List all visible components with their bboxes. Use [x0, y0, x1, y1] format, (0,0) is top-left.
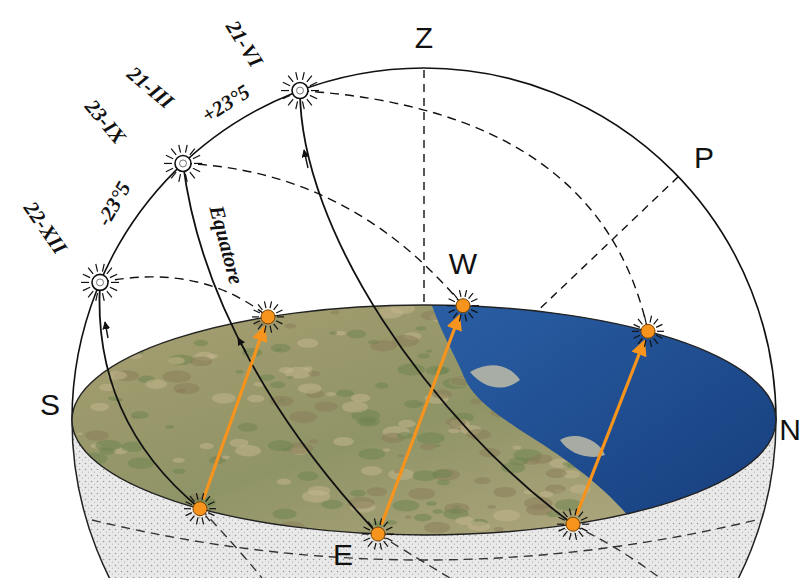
sun-path-back	[100, 277, 268, 317]
sun-path	[183, 163, 378, 534]
motion-arrow	[105, 322, 108, 338]
cardinal-label: E	[333, 540, 353, 570]
date-label: 22-XII	[20, 198, 71, 258]
date-label: 21-III	[123, 63, 177, 113]
declination-label: -23°5	[93, 178, 135, 229]
sun-path-back	[183, 163, 463, 305]
sun-symbol	[164, 145, 202, 182]
hidden-path	[378, 534, 450, 578]
date-label: 23-IX	[81, 96, 129, 148]
sun-path	[300, 91, 573, 525]
date-label: 21-VI	[222, 17, 266, 71]
sun-symbol	[81, 264, 119, 301]
declination-label: +23°5	[198, 81, 253, 126]
hidden-path	[573, 525, 660, 578]
rise-set-arrow	[577, 342, 644, 514]
horizon-sun	[252, 301, 284, 332]
horizon-disc	[64, 300, 800, 560]
cardinal-label: S	[40, 390, 60, 420]
horizon-sun	[184, 493, 216, 524]
sun-path	[99, 282, 200, 508]
horizon-sun	[362, 518, 394, 549]
horizon-sun	[632, 316, 664, 347]
cardinal-label: W	[449, 249, 477, 279]
sun-path-back	[300, 91, 648, 332]
equator-label: Equatore	[205, 203, 246, 286]
rise-set-arrow	[381, 317, 458, 525]
horizon-sun	[557, 509, 589, 540]
sun-symbol	[281, 72, 319, 109]
cardinal-label: N	[779, 415, 801, 445]
horizon-edge	[72, 305, 776, 535]
zenith-label: Z	[415, 23, 433, 53]
horizon-sun	[447, 290, 479, 321]
motion-arrow	[238, 338, 246, 352]
rise-set-arrow	[203, 328, 264, 499]
zenith-line	[423, 70, 424, 305]
motion-arrow	[304, 150, 308, 168]
pole-label: P	[694, 143, 714, 173]
